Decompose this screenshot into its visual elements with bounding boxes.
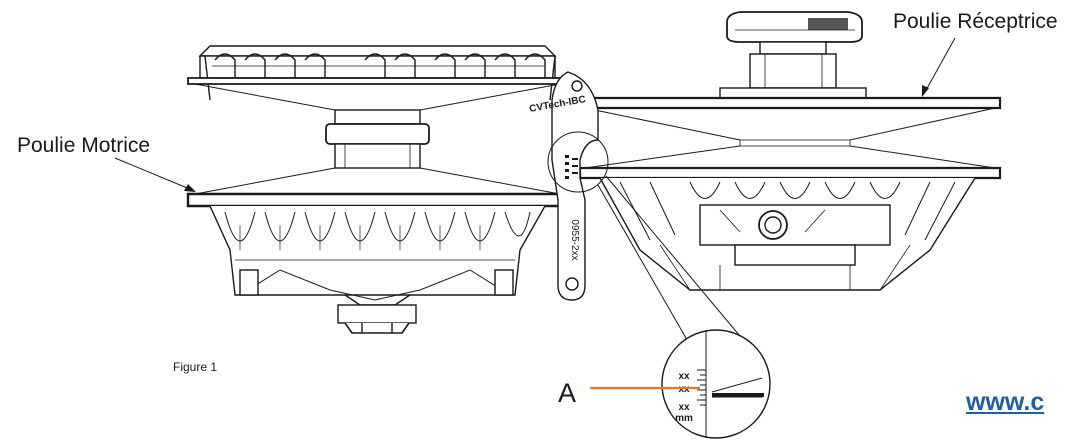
- driven-pulley: [578, 11, 1002, 291]
- driven-pulley-body: [599, 177, 976, 291]
- drive-pulley-bottom-sheave: [186, 192, 567, 208]
- tool-part-code: 0955-2xx: [569, 219, 580, 260]
- leader-drive-pulley: [114, 157, 196, 192]
- drive-pulley-hub: [325, 109, 430, 169]
- gauge-tick-label-1: xx: [678, 371, 690, 382]
- leader-driven-pulley: [922, 37, 956, 97]
- driven-pulley-bottom-sheave: [578, 166, 1002, 180]
- drive-pulley-body: [209, 205, 546, 334]
- drive-pulley-top-fan: [198, 45, 557, 101]
- gauge-tick-label-3: xx: [678, 402, 690, 413]
- drive-pulley-nut: [344, 322, 410, 334]
- gauge-focus-circle: [547, 131, 609, 193]
- detail-zoom-circle: [661, 329, 771, 439]
- driven-pulley-top-sheave: [578, 96, 1002, 110]
- figure-caption: Figure 1: [173, 360, 218, 374]
- drive-pulley: [186, 45, 567, 334]
- callout-a-label: A: [558, 378, 577, 408]
- gauge-tick-label-2: xx: [678, 384, 690, 395]
- website-link[interactable]: www.c: [966, 388, 1045, 416]
- gauge-unit: mm: [675, 413, 693, 424]
- detail-zoom: [597, 175, 771, 439]
- drive-pulley-label: Poulie Motrice: [17, 134, 151, 157]
- drive-pulley-top-sheave: [187, 77, 566, 85]
- driven-pulley-label: Poulie Réceptrice: [893, 10, 1058, 33]
- driven-pulley-center-bolt: [758, 210, 788, 240]
- gauge-markers: [565, 155, 578, 179]
- gauge-tool: [547, 71, 609, 301]
- driven-pulley-cap: [719, 11, 867, 99]
